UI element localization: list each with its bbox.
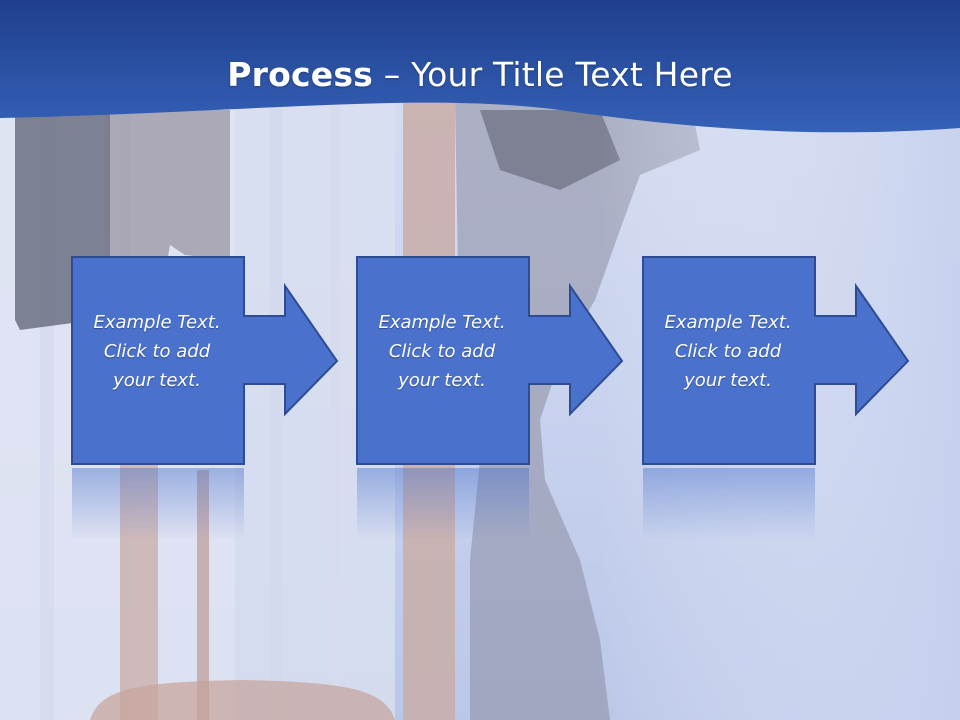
step-text-3[interactable]: Example Text. Click to add your text. (664, 312, 792, 391)
title-band (0, 0, 960, 133)
title-bold: Process (227, 55, 374, 94)
process-step-2[interactable]: Example Text. Click to add your text. (356, 256, 646, 546)
step-arrow-shape (71, 256, 339, 540)
step-arrow-shape (356, 256, 624, 540)
slide-title[interactable]: Process – Your Title Text Here (0, 52, 960, 98)
step-arrow-shape (642, 256, 910, 540)
title-rest: – Your Title Text Here (373, 55, 733, 94)
step-text-2[interactable]: Example Text. Click to add your text. (378, 312, 506, 391)
process-step-3[interactable]: Example Text. Click to add your text. (642, 256, 932, 546)
process-step-1[interactable]: Example Text. Click to add your text. (71, 256, 361, 546)
step-text-1[interactable]: Example Text. Click to add your text. (93, 312, 221, 391)
